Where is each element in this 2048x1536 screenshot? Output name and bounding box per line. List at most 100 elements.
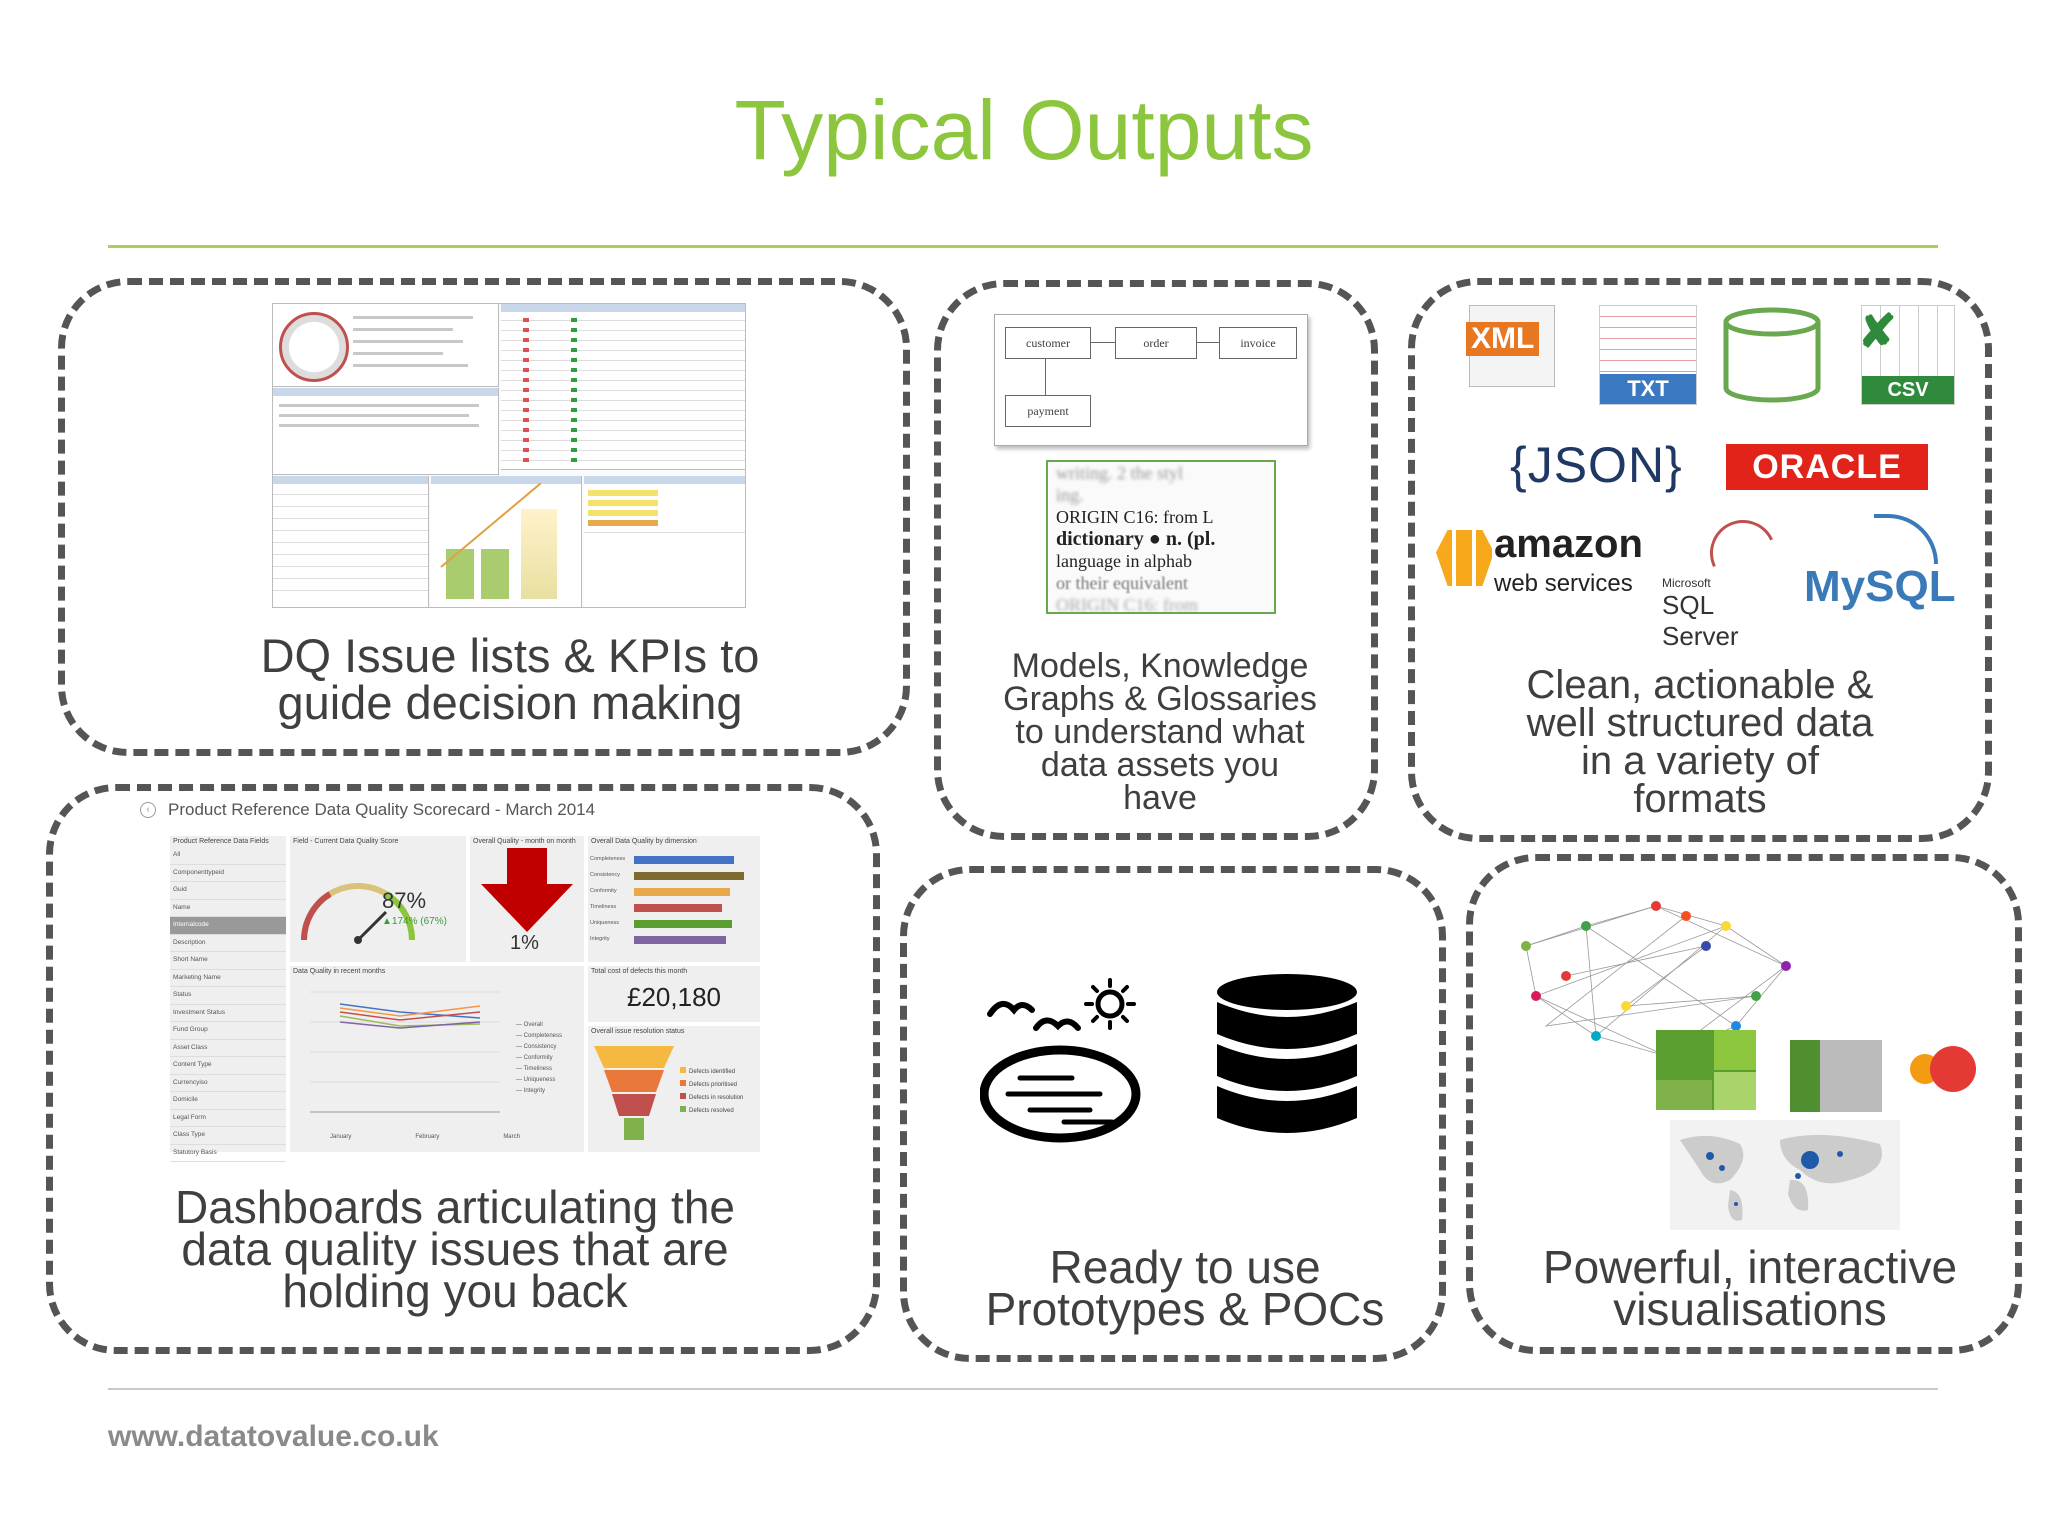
funnel-legend-item: Defects resolved <box>680 1105 743 1118</box>
dimension-label: Integrity <box>590 936 610 942</box>
cloud-pond-icon <box>979 974 1170 1144</box>
gauge-title: Field - Current Data Quality Score <box>293 838 399 845</box>
dq-issues-screenshot <box>272 303 746 608</box>
trend-legend-item: — Timeliness <box>516 1066 553 1072</box>
footer-url[interactable]: www.datatovalue.co.uk <box>108 1420 439 1453</box>
entity-payment: payment <box>1005 395 1091 427</box>
csv-label: CSV <box>1862 376 1954 404</box>
filter-item[interactable]: Legal Form <box>170 1110 286 1127</box>
title-divider <box>108 245 1938 248</box>
dict-line: ORIGIN C16: from <box>1056 595 1198 614</box>
panel-visualisations <box>1466 854 2022 1354</box>
gauge-card: Field - Current Data Quality Score 87% ▲… <box>290 836 466 962</box>
dimension-row: Integrity <box>588 934 760 946</box>
filter-item[interactable]: Name <box>170 900 286 917</box>
filter-item[interactable]: Fund Group <box>170 1022 286 1040</box>
dictionary-image: writing. 2 the styl ing. ORIGIN C16: fro… <box>1046 460 1276 614</box>
dimension-row: Consistency <box>588 870 760 882</box>
filter-item[interactable]: Marketing Name <box>170 970 286 987</box>
dimension-bar <box>634 856 734 864</box>
cost-title: Total cost of defects this month <box>591 968 688 975</box>
trend-legend-item: — Completeness <box>516 1033 563 1039</box>
dimension-row: Uniqueness <box>588 918 760 930</box>
filter-item[interactable]: Class Type <box>170 1127 286 1145</box>
mom-title: Overall Quality - month on month <box>473 838 576 845</box>
mom-card: Overall Quality - month on month 1% <box>470 836 584 962</box>
dict-line: language in alphab <box>1056 551 1192 571</box>
entity-invoice: invoice <box>1219 327 1297 359</box>
aws-webservices-text: web services <box>1494 570 1633 597</box>
dim-title: Overall Data Quality by dimension <box>591 838 697 845</box>
funnel-chart <box>594 1046 674 1140</box>
entity-model-diagram: customer order invoice payment <box>994 314 1308 446</box>
dimension-label: Completeness <box>590 856 626 862</box>
mysql-text: MySQL <box>1804 562 1956 611</box>
trend-legend-item: — Integrity <box>516 1088 546 1094</box>
filter-item[interactable]: Investment Status <box>170 1005 286 1022</box>
filter-item[interactable]: Statutory Basis <box>170 1145 286 1162</box>
xml-label: XML <box>1466 322 1540 356</box>
gauge-change: ▲174% (67%) <box>382 916 447 927</box>
cost-value: £20,180 <box>627 982 721 1012</box>
dict-line: ing. <box>1056 485 1084 505</box>
funnel-legend-item: Defects prioritised <box>680 1079 743 1092</box>
filter-item[interactable]: Componenttypeid <box>170 865 286 882</box>
bubble-chart <box>1910 1040 1980 1100</box>
trend-legend-item: — Overall <box>516 1022 543 1028</box>
filter-item[interactable]: Short Name <box>170 952 286 970</box>
dashboard-screenshot: ‹ Product Reference Data Quality Scoreca… <box>140 800 760 1162</box>
dict-line: writing. 2 the styl <box>1056 463 1183 483</box>
filter-title: Product Reference Data Fields <box>173 838 269 845</box>
dimension-label: Uniqueness <box>590 920 620 926</box>
txt-file-icon: TXT <box>1598 305 1698 405</box>
funnel-legend-item: Defects in resolution <box>680 1092 743 1105</box>
gauge-dial <box>301 883 415 944</box>
trend-lines <box>310 991 500 1113</box>
dimension-label: Consistency <box>590 872 620 878</box>
panel-prototypes <box>900 866 1446 1362</box>
dimension-row: Timeliness <box>588 902 760 914</box>
treemap-chart <box>1656 1030 1756 1110</box>
aws-amazon-text: amazon <box>1494 522 1643 566</box>
dimension-bar <box>634 920 732 928</box>
dimension-bar <box>634 936 726 944</box>
dimension-bar <box>634 888 730 896</box>
json-logo: {JSON} <box>1510 437 1683 493</box>
txt-label: TXT <box>1600 374 1696 404</box>
filter-item[interactable]: All <box>170 847 286 865</box>
gauge-value: 87% <box>382 888 427 913</box>
entity-order: order <box>1115 327 1197 359</box>
dimensions-card: Overall Data Quality by dimension Comple… <box>588 836 760 962</box>
dimension-bar <box>634 872 744 880</box>
dashboard-header: Product Reference Data Quality Scorecard… <box>168 800 596 819</box>
xml-file-icon: XML <box>1464 305 1560 387</box>
filter-item[interactable]: Asset Class <box>170 1040 286 1057</box>
filter-item[interactable]: Content Type <box>170 1057 286 1075</box>
trend-legend-item: — Uniqueness <box>516 1077 556 1083</box>
mom-value: 1% <box>510 932 539 954</box>
trend-month-label: March <box>503 1134 520 1140</box>
filter-item[interactable]: Domicile <box>170 1092 286 1110</box>
filter-item[interactable]: Status <box>170 987 286 1005</box>
sql-microsoft-text: Microsoft <box>1662 576 1711 590</box>
funnel-legend-item: Defects identified <box>680 1066 743 1079</box>
filter-item[interactable]: Guid <box>170 882 286 900</box>
world-map <box>1670 1120 1900 1230</box>
database-icon <box>1214 972 1360 1140</box>
panel-formats <box>1408 278 1992 842</box>
filter-item[interactable]: Description <box>170 935 286 952</box>
dimension-label: Timeliness <box>590 904 617 910</box>
network-graph <box>1506 886 1806 1086</box>
filter-item[interactable]: Currencyiso <box>170 1075 286 1092</box>
panel-models <box>934 280 1378 840</box>
dimension-bar <box>634 904 722 912</box>
filter-item[interactable]: Internalcode <box>170 917 286 935</box>
footer-divider <box>108 1388 1938 1390</box>
aws-logo: amazon web services <box>1436 520 1643 600</box>
